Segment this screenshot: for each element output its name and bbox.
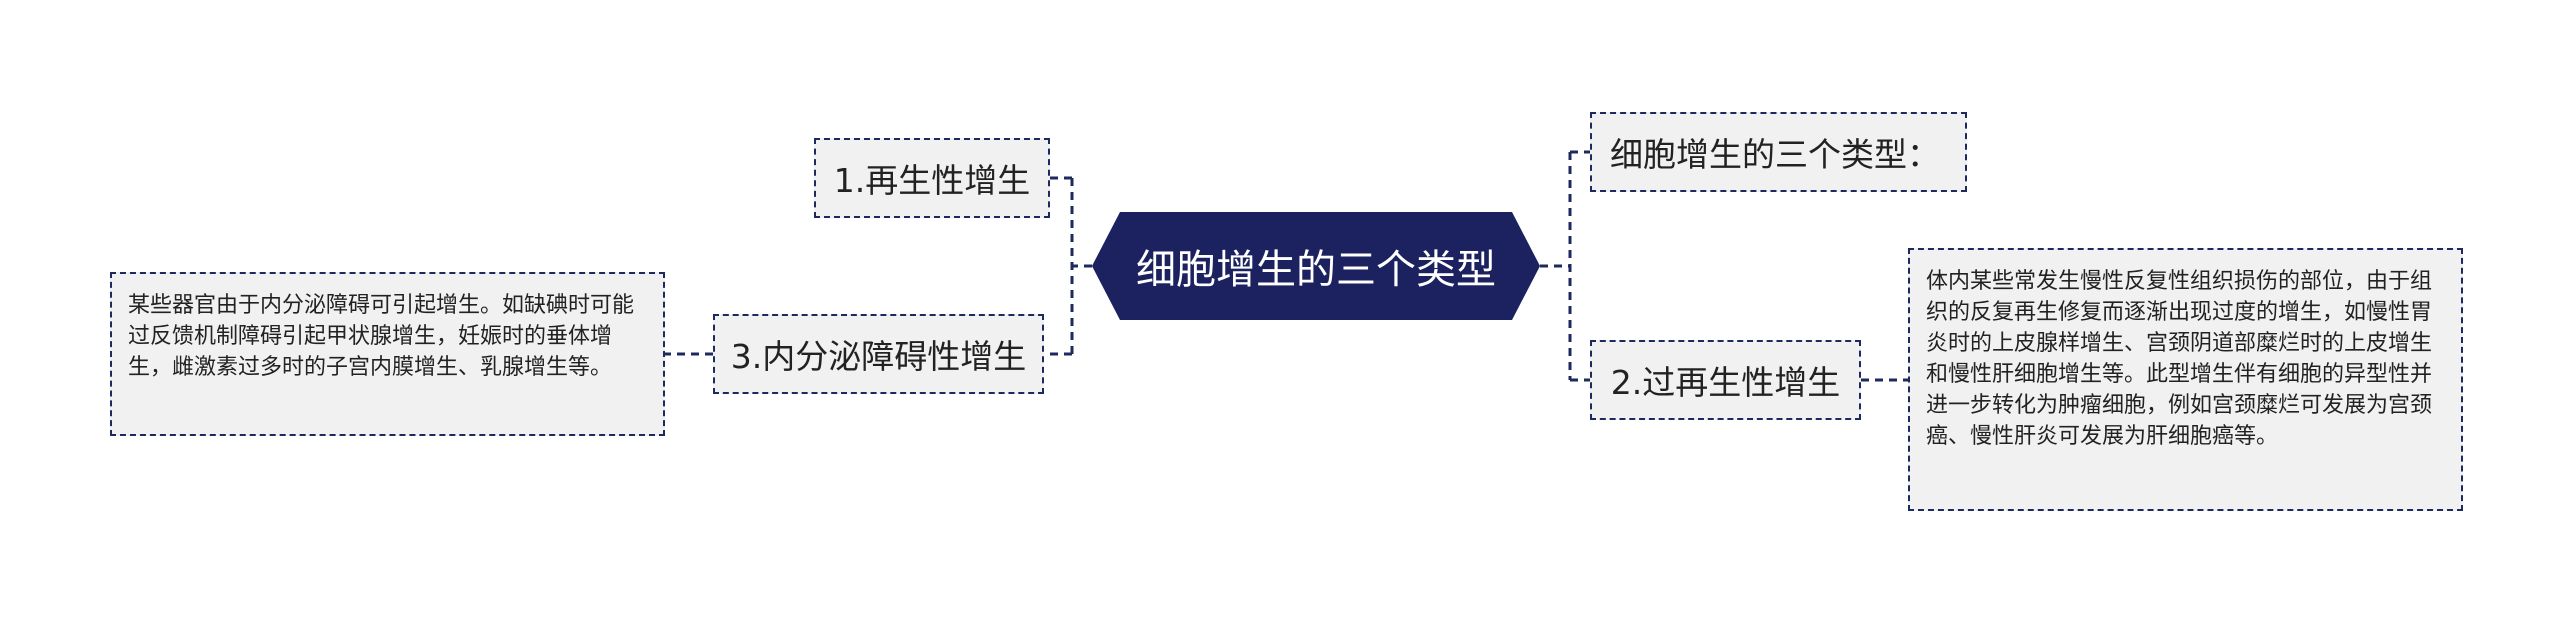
note-endocrine-text: 某些器官由于内分泌障碍可引起增生。如缺碘时可能过反馈机制障碍引起甲状腺增生，妊娠… [128, 293, 635, 380]
topic-endocrine[interactable]: 3.内分泌障碍性增生 [713, 314, 1044, 394]
center-topic-label: 细胞增生的三个类型 [1136, 247, 1496, 293]
topic-intro-label: 细胞增生的三个类型： [1610, 135, 1940, 174]
note-excessive[interactable]: 体内某些常发生慢性反复性组织损伤的部位，由于组织的反复再生修复而逐渐出现过度的增… [1908, 248, 2463, 511]
note-excessive-text: 体内某些常发生慢性反复性组织损伤的部位，由于组织的反复再生修复而逐渐出现过度的增… [1926, 269, 2433, 449]
topic-excessive-label: 2.过再生性增生 [1610, 363, 1841, 402]
topic-regenerative[interactable]: 1.再生性增生 [814, 138, 1050, 218]
center-topic[interactable]: 细胞增生的三个类型 [1092, 212, 1540, 320]
topic-endocrine-label: 3.内分泌障碍性增生 [730, 337, 1027, 376]
topic-excessive[interactable]: 2.过再生性增生 [1590, 340, 1861, 420]
topic-regenerative-label: 1.再生性增生 [833, 161, 1031, 200]
topic-intro[interactable]: 细胞增生的三个类型： [1590, 112, 1967, 192]
note-endocrine[interactable]: 某些器官由于内分泌障碍可引起增生。如缺碘时可能过反馈机制障碍引起甲状腺增生，妊娠… [110, 272, 665, 436]
